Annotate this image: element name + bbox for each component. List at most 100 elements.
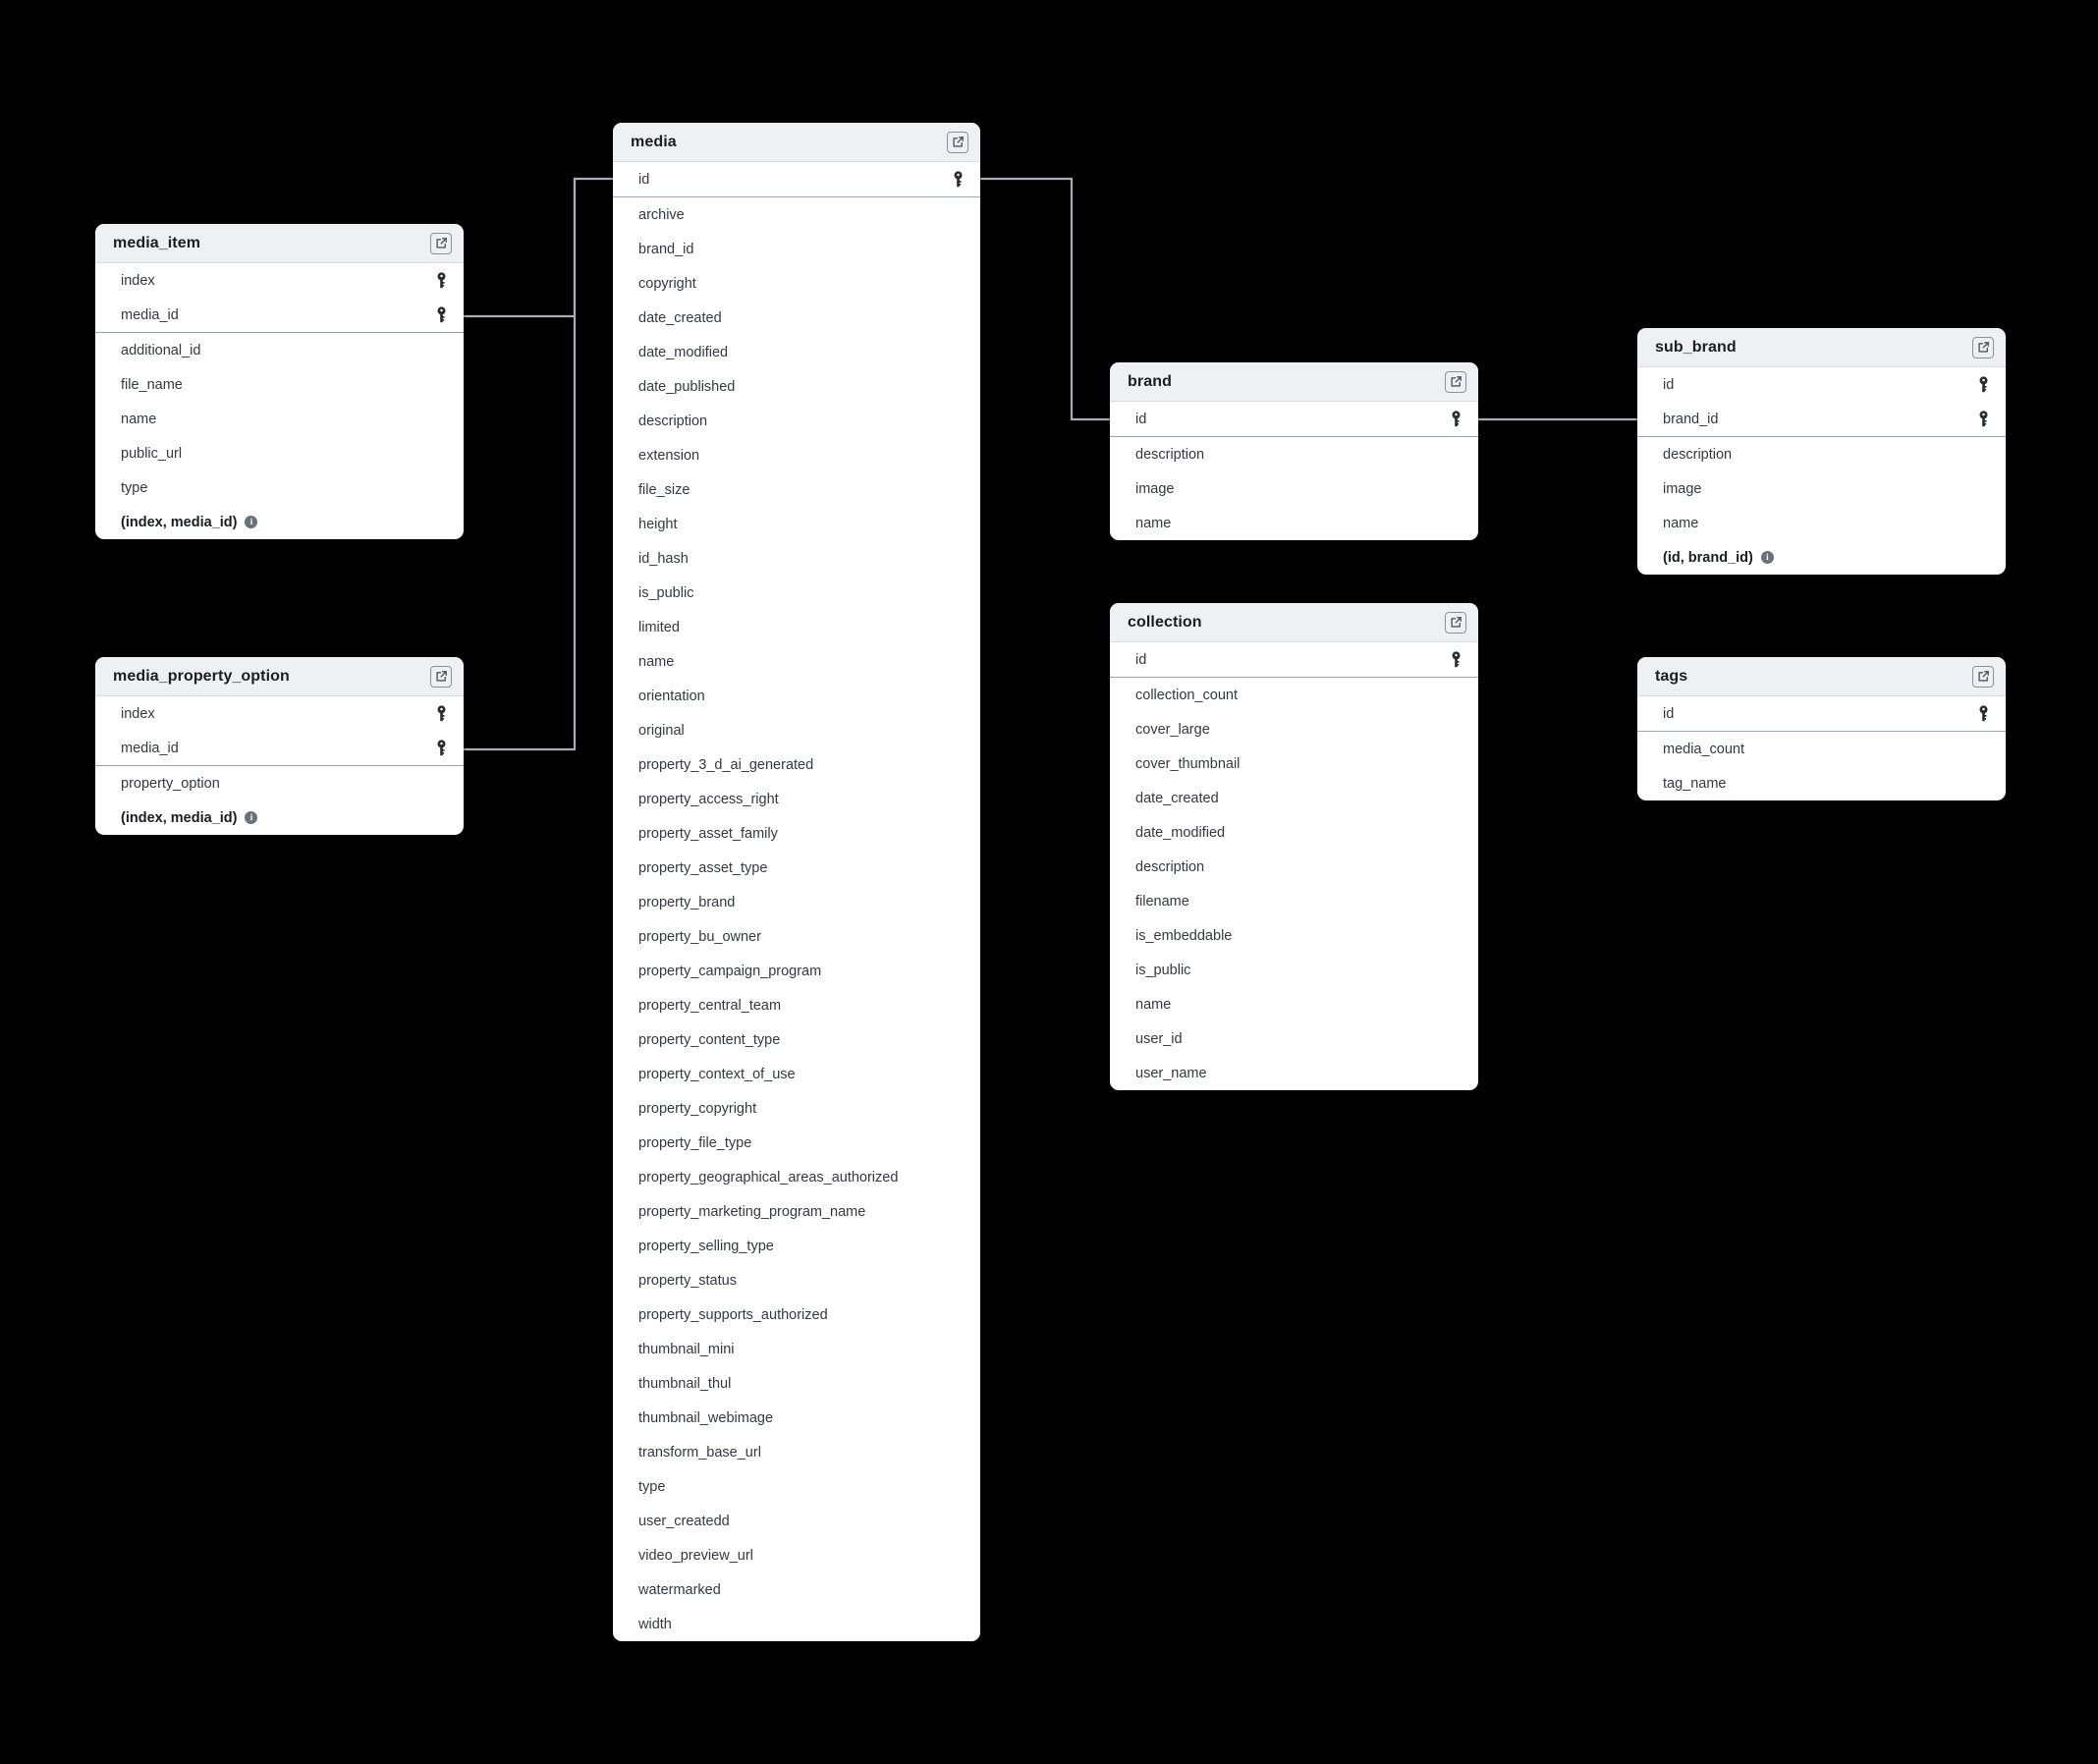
field-row[interactable]: date_modified <box>613 335 980 369</box>
field-row[interactable]: property_supports_authorized <box>613 1297 980 1332</box>
field-row[interactable]: property_central_team <box>613 988 980 1022</box>
field-row[interactable]: name <box>1110 987 1478 1021</box>
field-row[interactable]: name <box>1637 506 2006 540</box>
field-row[interactable]: property_context_of_use <box>613 1057 980 1091</box>
field-row[interactable]: property_file_type <box>613 1126 980 1160</box>
field-row[interactable]: orientation <box>613 679 980 713</box>
field-row[interactable]: name <box>613 644 980 679</box>
field-row[interactable]: property_marketing_program_name <box>613 1194 980 1229</box>
field-row[interactable]: description <box>1637 437 2006 471</box>
field-row[interactable]: media_id <box>95 731 464 765</box>
field-row[interactable]: date_published <box>613 369 980 404</box>
external-link-icon[interactable] <box>1972 665 1994 688</box>
table-header-collection[interactable]: collection <box>1110 603 1478 642</box>
field-row[interactable]: copyright <box>613 266 980 301</box>
field-row[interactable]: user_id <box>1110 1021 1478 1056</box>
field-row[interactable]: video_preview_url <box>613 1538 980 1572</box>
field-row[interactable]: property_bu_owner <box>613 919 980 954</box>
field-row[interactable]: property_campaign_program <box>613 954 980 988</box>
field-row[interactable]: property_geographical_areas_authorized <box>613 1160 980 1194</box>
field-row[interactable]: id <box>613 162 980 196</box>
field-row[interactable]: thumbnail_webimage <box>613 1401 980 1435</box>
field-row[interactable]: property_selling_type <box>613 1229 980 1263</box>
field-row[interactable]: is_embeddable <box>1110 918 1478 953</box>
field-row[interactable]: brand_id <box>613 232 980 266</box>
info-icon[interactable]: i <box>1760 551 1774 564</box>
field-row[interactable]: image <box>1637 471 2006 506</box>
field-row[interactable]: public_url <box>95 436 464 470</box>
field-row[interactable]: thumbnail_mini <box>613 1332 980 1366</box>
field-row[interactable]: index <box>95 263 464 298</box>
field-row[interactable]: date_created <box>613 301 980 335</box>
field-row[interactable]: description <box>613 404 980 438</box>
field-row[interactable]: is_public <box>1110 953 1478 987</box>
field-row[interactable]: property_content_type <box>613 1022 980 1057</box>
field-row[interactable]: transform_base_url <box>613 1435 980 1469</box>
external-link-icon[interactable] <box>1445 611 1466 634</box>
field-row[interactable]: limited <box>613 610 980 644</box>
field-row[interactable]: description <box>1110 437 1478 471</box>
field-row[interactable]: id <box>1637 367 2006 402</box>
field-row[interactable]: cover_large <box>1110 712 1478 746</box>
field-row[interactable]: property_3_d_ai_generated <box>613 747 980 782</box>
table-header-media_property_option[interactable]: media_property_option <box>95 657 464 696</box>
field-row[interactable]: property_asset_type <box>613 851 980 885</box>
field-row[interactable]: height <box>613 507 980 541</box>
field-row[interactable]: media_id <box>95 298 464 332</box>
table-header-media[interactable]: media <box>613 123 980 162</box>
composite-key-row[interactable]: (index, media_id)i <box>95 800 464 835</box>
field-row[interactable]: original <box>613 713 980 747</box>
field-row[interactable]: property_brand <box>613 885 980 919</box>
field-row[interactable]: is_public <box>613 576 980 610</box>
field-row[interactable]: thumbnail_thul <box>613 1366 980 1401</box>
info-icon[interactable]: i <box>245 516 258 528</box>
field-row[interactable]: description <box>1110 850 1478 884</box>
table-header-brand[interactable]: brand <box>1110 362 1478 402</box>
field-row[interactable]: name <box>95 402 464 436</box>
field-row[interactable]: collection_count <box>1110 678 1478 712</box>
field-row[interactable]: archive <box>613 197 980 232</box>
field-row[interactable]: brand_id <box>1637 402 2006 436</box>
field-row[interactable]: extension <box>613 438 980 472</box>
field-row[interactable]: cover_thumbnail <box>1110 746 1478 781</box>
info-icon[interactable]: i <box>245 811 258 824</box>
field-row[interactable]: image <box>1110 471 1478 506</box>
field-row[interactable]: index <box>95 696 464 731</box>
field-row[interactable]: width <box>613 1607 980 1641</box>
field-row[interactable]: date_modified <box>1110 815 1478 850</box>
field-row[interactable]: type <box>613 1469 980 1504</box>
external-link-icon[interactable] <box>1972 336 1994 358</box>
field-row[interactable]: id <box>1110 402 1478 436</box>
external-link-icon[interactable] <box>430 665 452 688</box>
field-row[interactable]: additional_id <box>95 333 464 367</box>
external-link-icon[interactable] <box>430 232 452 254</box>
field-row[interactable]: name <box>1110 506 1478 540</box>
field-row[interactable]: user_createdd <box>613 1504 980 1538</box>
field-row[interactable]: date_created <box>1110 781 1478 815</box>
table-header-media_item[interactable]: media_item <box>95 224 464 263</box>
composite-key-row[interactable]: (id, brand_id)i <box>1637 540 2006 575</box>
field-row[interactable]: property_access_right <box>613 782 980 816</box>
field-row[interactable]: watermarked <box>613 1572 980 1607</box>
external-link-icon[interactable] <box>1445 370 1466 393</box>
composite-key-row[interactable]: (index, media_id)i <box>95 505 464 539</box>
field-row[interactable]: property_copyright <box>613 1091 980 1126</box>
field-row[interactable]: type <box>95 470 464 505</box>
field-row[interactable]: id <box>1637 696 2006 731</box>
field-row[interactable]: tag_name <box>1637 766 2006 800</box>
field-row[interactable]: property_option <box>95 766 464 800</box>
field-row[interactable]: file_size <box>613 472 980 507</box>
field-row[interactable]: media_count <box>1637 732 2006 766</box>
field-row[interactable]: property_asset_family <box>613 816 980 851</box>
external-link-icon[interactable] <box>947 131 968 153</box>
field-row[interactable]: user_name <box>1110 1056 1478 1090</box>
table-header-tags[interactable]: tags <box>1637 657 2006 696</box>
field-row[interactable]: id_hash <box>613 541 980 576</box>
field-row[interactable]: file_name <box>95 367 464 402</box>
